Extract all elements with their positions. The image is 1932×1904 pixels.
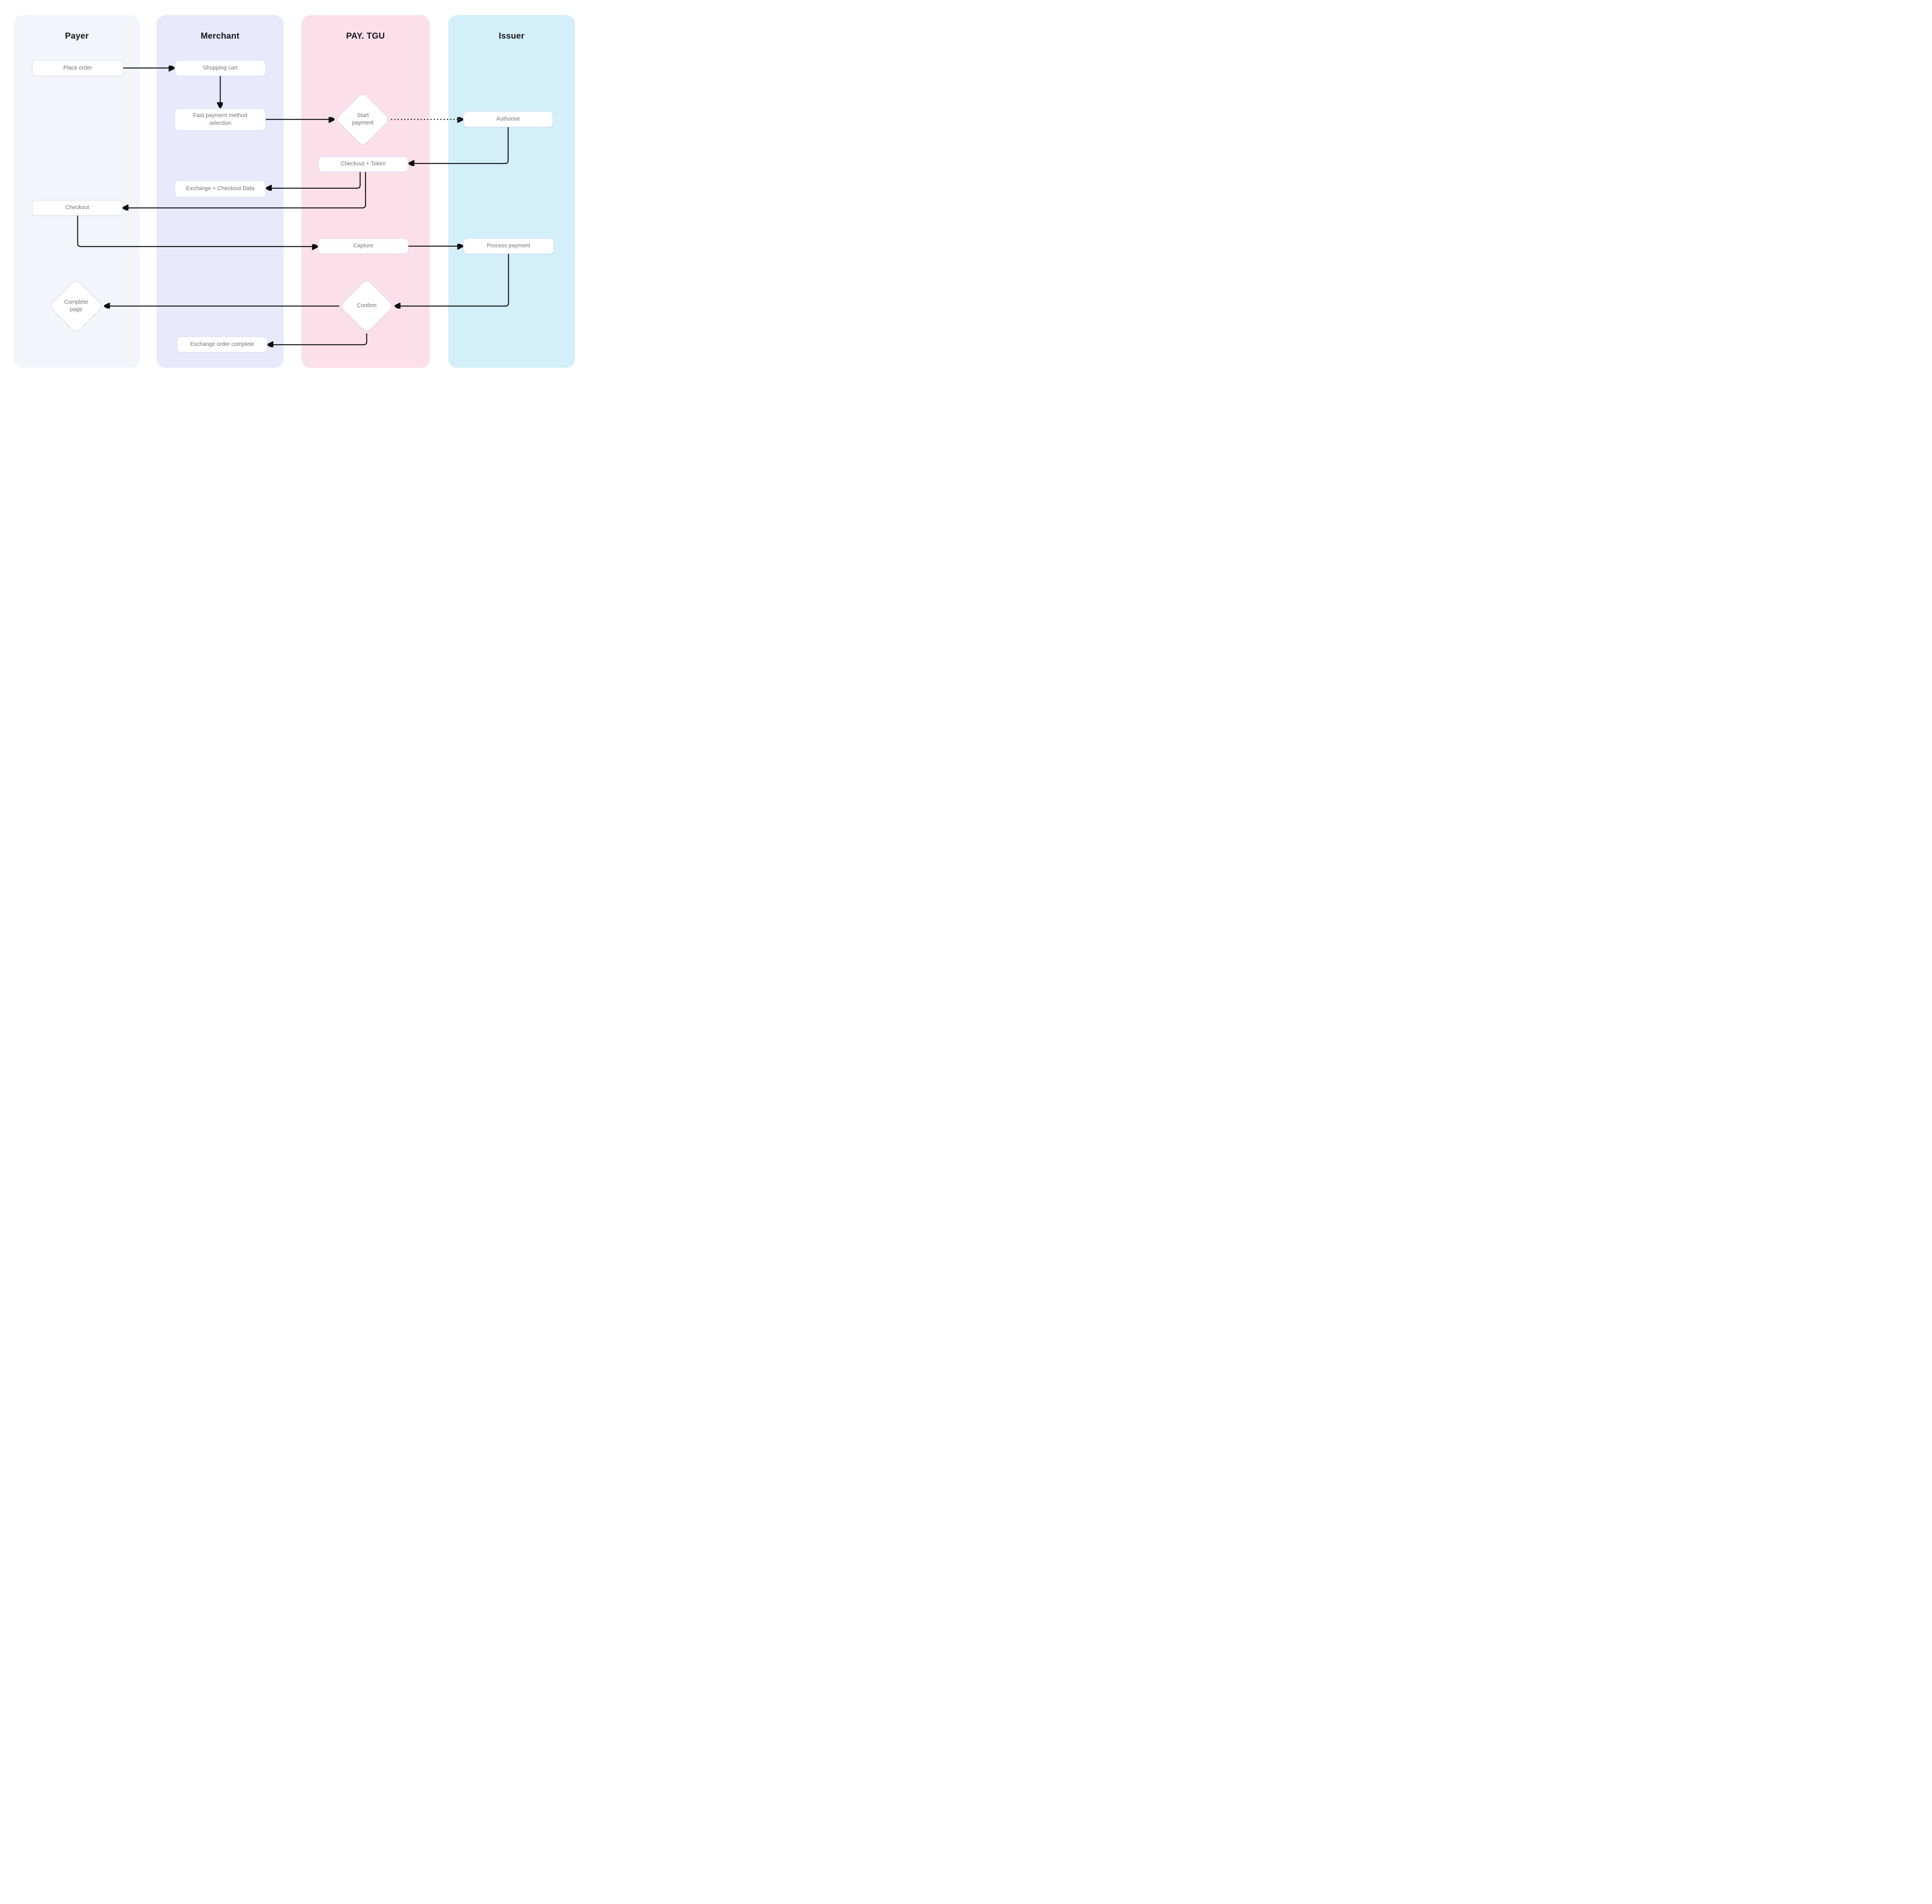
node-fast-payment-method-selection: Fast payment method selection <box>175 109 266 131</box>
lane-title-pay-tgu: PAY. TGU <box>346 31 385 41</box>
node-confirm: Confirm <box>339 279 394 333</box>
lane-title-merchant: Merchant <box>201 31 240 41</box>
lane-title-issuer: Issuer <box>498 31 525 41</box>
node-place-order: Place order <box>32 60 123 76</box>
node-authorise: Authorise <box>463 111 553 127</box>
swimlane-diagram: Payer Merchant PAY. TGU Issuer Place ord… <box>0 0 583 381</box>
node-capture: Capture <box>318 238 408 254</box>
node-start-payment-label: Start payment <box>352 112 374 126</box>
node-checkout-token: Checkout + Token <box>318 157 408 172</box>
node-confirm-label: Confirm <box>357 303 377 309</box>
node-process-payment: Process payment <box>463 238 554 254</box>
node-start-payment: Start payment <box>335 92 390 147</box>
node-exchange-checkout-data: Exchange + Checkout Data <box>175 180 266 197</box>
node-shopping-cart: Shopping cart <box>175 60 266 76</box>
node-complete-page-label: Complete page <box>64 299 88 313</box>
lane-title-payer: Payer <box>65 31 89 41</box>
node-exchange-order-complete: Exchange order complete <box>177 337 267 352</box>
node-complete-page: Complete page <box>48 279 104 333</box>
node-checkout: Checkout <box>32 200 122 216</box>
lane-issuer: Issuer <box>448 15 575 368</box>
